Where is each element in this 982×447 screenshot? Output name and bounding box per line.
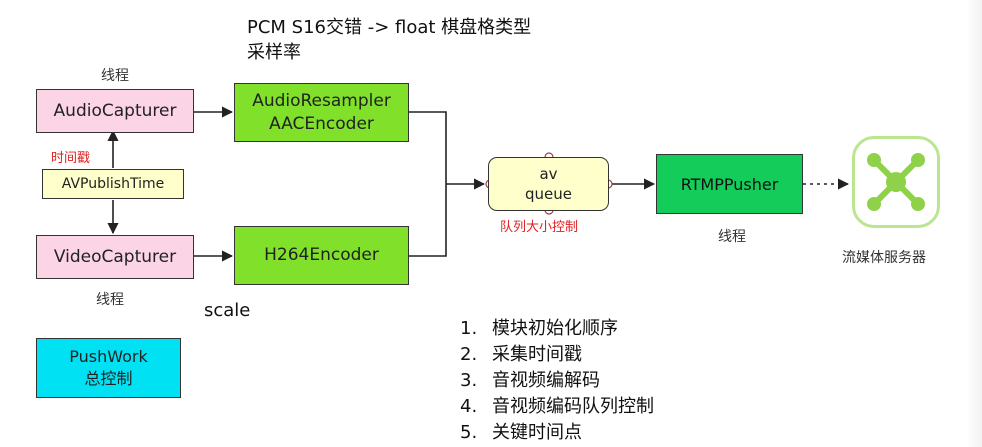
- queue-av-label: av: [539, 165, 558, 183]
- steps-list: 1. 模块初始化顺序 2. 采集时间戳 3. 音视频编解码 4. 音视频编码队列控制 5…: [460, 316, 654, 446]
- list-item: 3. 音视频编解码: [460, 368, 654, 394]
- step-text: 模块初始化顺序: [492, 318, 618, 339]
- timestamp-annotation: 时间戳: [51, 151, 91, 166]
- list-item: 5. 关键时间点: [460, 420, 654, 446]
- media-server-node[interactable]: [852, 136, 940, 228]
- network-node-icon: [867, 153, 925, 211]
- h264-encoder-node[interactable]: H264Encoder: [234, 226, 409, 285]
- av-queue-node[interactable]: av queue: [488, 157, 609, 211]
- window-edge: [966, 0, 982, 447]
- list-item: 2. 采集时间戳: [460, 342, 654, 368]
- thread-label-rtmp: 线程: [718, 229, 746, 245]
- step-text: 音视频编解码: [492, 370, 600, 391]
- audio-resampler-aac-encoder-node[interactable]: AudioResampler AACEncoder: [234, 83, 409, 142]
- step-number: 5.: [460, 422, 478, 443]
- thread-label-audio: 线程: [101, 68, 129, 84]
- queue-name-label: queue: [525, 185, 572, 203]
- aac-encoder-label: AACEncoder: [269, 113, 374, 134]
- line-h264-to-merge: [409, 184, 447, 257]
- step-number: 4.: [460, 396, 478, 417]
- thread-label-video: 线程: [96, 292, 124, 308]
- step-number: 2.: [460, 344, 478, 365]
- media-server-label: 流媒体服务器: [842, 250, 926, 266]
- queue-size-control-annotation: 队列大小控制: [500, 220, 579, 235]
- av-publish-time-node[interactable]: AVPublishTime: [42, 169, 184, 199]
- video-capturer-label: VideoCapturer: [53, 247, 177, 267]
- pushwork-node[interactable]: PushWork 总控制: [36, 338, 181, 398]
- line-aac-to-merge: [409, 111, 447, 184]
- pushwork-subtitle: 总控制: [84, 369, 133, 388]
- rtmp-pusher-label: RTMPPusher: [680, 174, 779, 194]
- rtmp-pusher-node[interactable]: RTMPPusher: [656, 154, 803, 214]
- audio-capturer-label: AudioCapturer: [53, 101, 177, 121]
- audio-resampler-label: AudioResampler: [252, 90, 391, 111]
- audio-capturer-node[interactable]: AudioCapturer: [36, 89, 194, 133]
- step-text: 关键时间点: [492, 422, 582, 443]
- step-number: 3.: [460, 370, 478, 391]
- format-note-line1: PCM S16交错 -> float 棋盘格类型: [247, 17, 532, 38]
- h264-encoder-label: H264Encoder: [264, 245, 379, 265]
- scale-note: scale: [204, 300, 251, 321]
- list-item: 1. 模块初始化顺序: [460, 316, 654, 342]
- pushwork-title: PushWork: [69, 347, 148, 366]
- video-capturer-node[interactable]: VideoCapturer: [36, 235, 194, 279]
- step-text: 采集时间戳: [492, 344, 582, 365]
- format-note-line2: 采样率: [247, 42, 301, 63]
- av-publish-time-label: AVPublishTime: [61, 176, 165, 192]
- step-text: 音视频编码队列控制: [492, 396, 654, 417]
- list-item: 4. 音视频编码队列控制: [460, 394, 654, 420]
- step-number: 1.: [460, 318, 478, 339]
